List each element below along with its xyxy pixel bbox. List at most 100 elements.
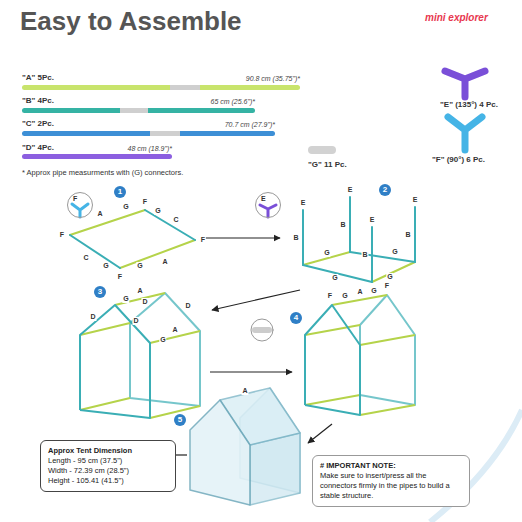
part-label: "B" 4Pc.: [22, 96, 54, 105]
node-heading: # IMPORTANT NOTE:: [320, 461, 462, 471]
page-title: Easy to Assemble: [20, 6, 242, 37]
node-heading: E: [261, 195, 266, 202]
node-heading: 4: [290, 312, 302, 324]
dimension-label: 70.7 cm (27.9")*: [225, 121, 275, 128]
dimension-label: 90.8 cm (35.75")*: [246, 75, 300, 82]
part-label: "A" 5Pc.: [22, 73, 54, 82]
dimension-label: 65 cm (25.6")*: [210, 98, 255, 105]
part-letter: G: [341, 292, 348, 300]
step-4-frame: [305, 305, 360, 415]
step-2-frame: [303, 252, 415, 282]
part-letter: B: [292, 234, 299, 242]
step-arrow: [176, 238, 332, 455]
step-number: 2: [379, 184, 391, 196]
part-label: "G" 11 Pc.: [308, 160, 347, 169]
part-letter: F: [327, 292, 333, 300]
step-number: 5: [174, 414, 186, 426]
step-2-frame: [303, 252, 415, 282]
part-label: "D" 4Pc.: [22, 143, 54, 152]
part-letter: G: [102, 262, 109, 270]
step-2-frame: [303, 197, 415, 282]
step-3-frame: [130, 293, 200, 406]
step-3-frame: [80, 293, 200, 418]
step-arrow: [308, 424, 332, 443]
part-letter: G: [370, 287, 377, 295]
part-letter: F: [142, 198, 148, 206]
part-letter: G: [386, 273, 393, 281]
pipe-bar: [22, 131, 275, 136]
part-letter: B: [339, 221, 346, 229]
connector-badge: F: [67, 192, 93, 218]
step-arrow: [212, 290, 300, 310]
step-3-frame: [80, 305, 150, 418]
step-arrow: [205, 237, 280, 238]
part-letter: E: [347, 186, 354, 194]
connector-icon: [308, 146, 336, 154]
connector-badge: E: [255, 192, 281, 218]
part-letter: E: [369, 216, 376, 224]
pipe-bar: [120, 108, 148, 113]
step-1-frame: [70, 210, 195, 268]
pipe-bar: [22, 85, 300, 90]
part-letter: F: [384, 282, 390, 290]
footnote: * Approx pipe measurments with (G) conne…: [22, 168, 183, 177]
node-text: Width - 72.39 cm (28.5"): [48, 466, 168, 476]
part-letter: E: [300, 199, 307, 207]
step-4-frame: [305, 295, 415, 415]
connector-icon: [448, 117, 482, 150]
step-5-tent: [190, 400, 250, 505]
pipe-bar: [22, 85, 300, 159]
node-heading: Approx Tent Dimension: [48, 446, 168, 456]
part-letter: A: [136, 287, 143, 295]
part-letter: F: [200, 236, 206, 244]
connector-icon: [445, 71, 485, 97]
node-heading: 2: [379, 184, 391, 196]
brand-logo: mini explorer: [425, 12, 488, 23]
node-heading: 1: [114, 186, 126, 198]
part-letter: A: [171, 326, 178, 334]
part-letter: B: [404, 231, 411, 239]
pipe-bar: [150, 131, 180, 136]
step-5-tent: [190, 388, 300, 505]
part-label: "E" (135°) 4 Pc.: [440, 100, 498, 109]
step-1-frame: [70, 210, 195, 268]
step-number: 4: [290, 312, 302, 324]
part-letter: A: [356, 288, 363, 296]
part-letter: A: [161, 258, 168, 266]
part-letter: F: [117, 273, 123, 281]
part-letter: D: [89, 313, 96, 321]
node-heading: 3: [94, 286, 106, 298]
part-label: "F" (90°) 6 Pc.: [432, 155, 485, 164]
dimension-box: Approx Tent DimensionLength - 95 cm (37.…: [40, 440, 176, 492]
part-letter: D: [132, 317, 139, 325]
part-letter: G: [154, 207, 161, 215]
part-letter: G: [331, 274, 338, 282]
part-letter: D: [184, 302, 191, 310]
part-letter: B: [361, 251, 368, 259]
step-arrow: [176, 454, 187, 455]
note-box: # IMPORTANT NOTE:Make sure to insert/pre…: [312, 455, 470, 507]
pipe-bar: [170, 85, 200, 90]
connector-icon: [260, 205, 276, 217]
node-heading: 5: [174, 414, 186, 426]
pipe-bar: [22, 108, 255, 113]
step-3-frame: [80, 293, 200, 418]
node-text: Height - 105.41 (41.5"): [48, 476, 168, 486]
step-number: 1: [114, 186, 126, 198]
part-letter: G: [136, 262, 143, 270]
part-letter: E: [412, 196, 419, 204]
step-4-frame: [305, 295, 415, 415]
step-arrow: [210, 371, 292, 372]
part-letter: G: [159, 336, 166, 344]
part-letter: G: [391, 248, 398, 256]
node-text: Length - 95 cm (37.5"): [48, 456, 168, 466]
connector-icon: [252, 327, 272, 333]
part-letter: G: [323, 249, 330, 257]
step-number: 3: [94, 286, 106, 298]
part-letter: A: [241, 387, 248, 395]
node-heading: F: [73, 195, 77, 202]
node-text: Make sure to insert/press all the connec…: [320, 471, 462, 501]
part-letter: C: [172, 216, 179, 224]
step-2-frame: [303, 197, 415, 282]
